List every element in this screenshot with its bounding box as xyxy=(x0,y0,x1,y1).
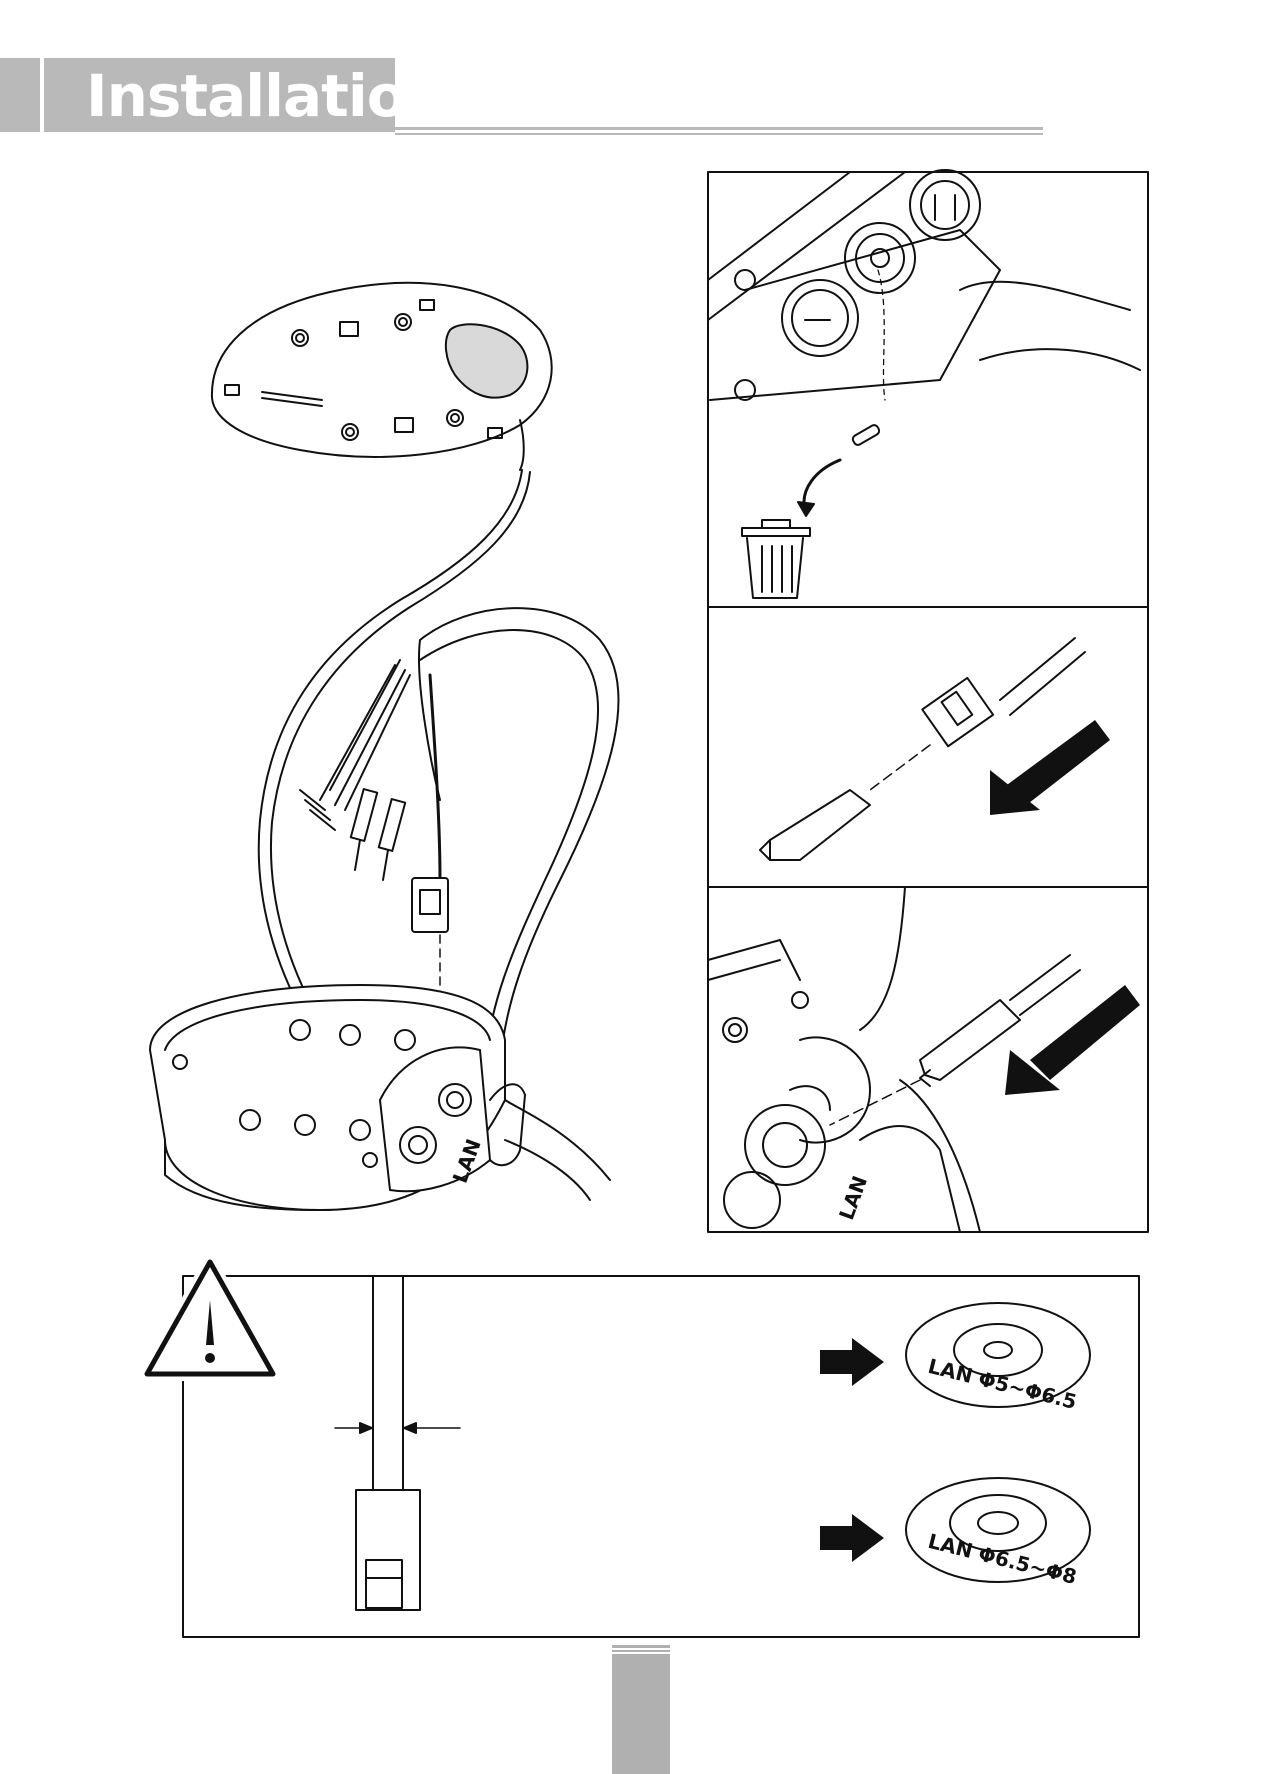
mounting-plate xyxy=(212,283,552,470)
junction-base xyxy=(150,985,610,1210)
page-tab xyxy=(612,1654,670,1774)
page-tab-rule xyxy=(612,1645,670,1648)
panel-remove-plug xyxy=(708,172,1148,607)
page-tab-rule-thin xyxy=(612,1650,670,1652)
